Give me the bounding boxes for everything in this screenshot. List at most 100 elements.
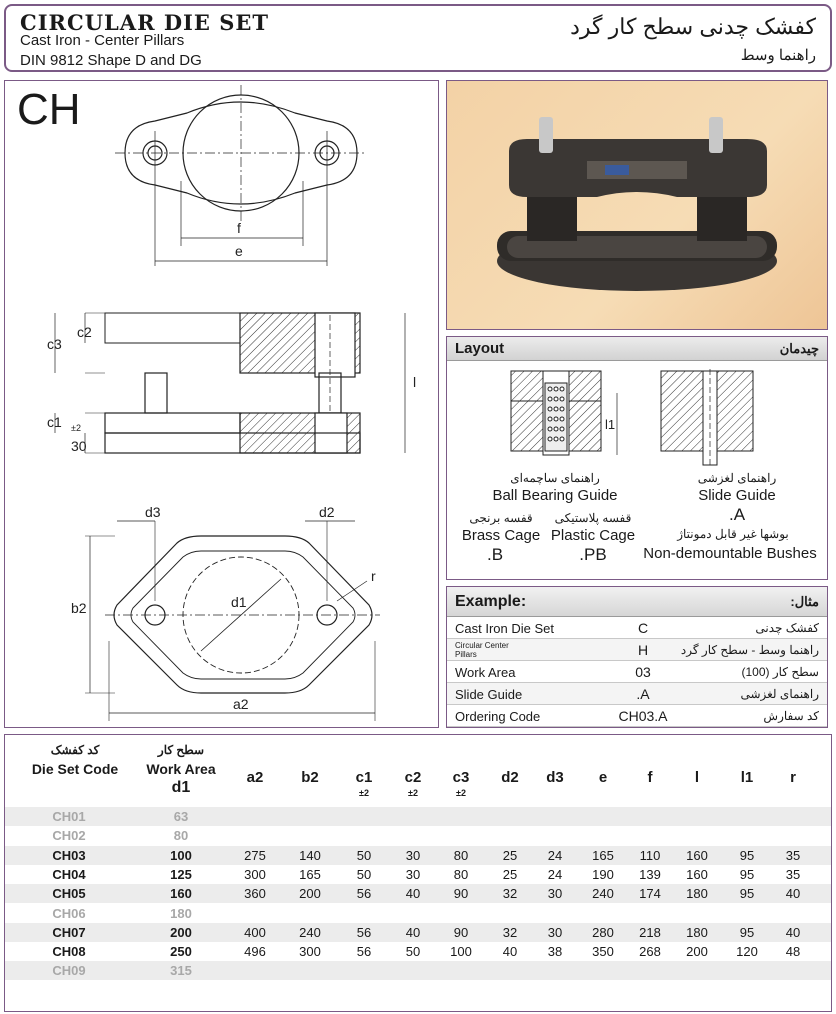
col-header-c2: c2±2 [404,769,422,798]
example-title-fa: مثال: [790,594,819,609]
cell-r: 35 [785,866,801,882]
col-area-header-fa: سطح کار [157,743,205,757]
cell-r: 40 [785,886,801,902]
dim-r: r [371,568,376,584]
dim-a2: a2 [233,696,249,712]
col-header-r: r [790,769,796,786]
col-header-l: l [694,769,700,786]
cell-work-area: 180 [170,905,192,921]
plastic-cage-code: .PB [579,545,607,564]
dim-d3: d3 [145,504,161,520]
cell-a2: 300 [244,866,266,882]
page-subtitle-standard: DIN 9812 Shape D and DG [20,52,202,69]
col-header-l1: l1 [740,769,754,786]
cell-l1: 95 [739,924,755,940]
cell-l1: 120 [736,944,758,960]
bushes-label: Non-demountable Bushes [643,545,817,562]
col-area-header: Work Area [146,761,216,777]
cell-work-area: 315 [170,963,192,979]
cell-die-set-code: CH06 [52,905,86,921]
cell-d2: 25 [502,847,518,863]
layout-panel: Layout چیدمان l1 راهنمای ساچمه‌ای Ball [446,336,828,580]
example-row: Ordering Code CH03.A کد سفارش [447,705,827,727]
cell-l: 180 [686,886,708,902]
cell-l1: 95 [739,866,755,882]
dim-c2: c2 [77,324,92,340]
series-code: CH [17,85,81,134]
dim-b2: b2 [71,600,87,616]
cell-die-set-code: CH01 [52,809,86,824]
cell-l: 200 [686,944,708,960]
cell-l: 180 [686,924,708,940]
example-panel: Example: مثال: Cast Iron Die Set C کفشک … [446,586,828,728]
bushes-fa: بوشها غیر قابل دمونتاژ [677,527,789,541]
example-title-bar: Example: مثال: [447,587,827,617]
cell-d2: 40 [502,944,518,960]
cell-c2: 50 [405,944,421,960]
cell-d3: 38 [547,944,563,960]
cell-a2: 360 [244,886,266,902]
cell-c3: 80 [453,847,469,863]
col-header-a2: a2 [246,769,264,786]
col-header-b2: b2 [301,769,319,786]
col-header-c1: c1±2 [355,769,373,798]
cell-work-area: 250 [170,944,192,960]
cell-b2: 240 [299,924,321,940]
cell-d3: 24 [547,847,563,863]
cell-die-set-code: CH07 [52,924,86,940]
cell-die-set-code: CH04 [52,866,86,882]
cell-c1: 50 [356,847,372,863]
cell-l: 160 [686,866,708,882]
cell-d3: 24 [547,866,563,882]
cell-e: 240 [592,886,614,902]
cell-d3: 30 [547,886,563,902]
cell-a2: 275 [244,847,266,863]
dimensions-table: کد کفشک Die Set Code سطح کار Work Area d… [4,734,832,1012]
col-header-f: f [647,769,653,786]
cell-f: 174 [639,886,661,902]
example-rows: Cast Iron Die Set C کفشک چدنی Circular C… [447,617,827,727]
page-subtitle-fa: راهنما وسط [740,47,816,64]
cell-c3: 100 [450,944,472,960]
cell-c1: 50 [356,866,372,882]
example-row: Work Area 03 سطح کار (100) [447,661,827,683]
table-row: CH01 63 [5,807,831,826]
col-area-symbol: d1 [171,779,191,796]
cell-work-area: 100 [170,847,192,863]
example-row: Cast Iron Die Set C کفشک چدنی [447,617,827,639]
slide-guide-label: Slide Guide [698,487,776,504]
dim-thickness: 30 [71,438,87,454]
page-title: CIRCULAR DIE SET [20,10,269,35]
cell-r: 35 [785,847,801,863]
cell-die-set-code: CH09 [52,963,86,979]
cell-a2: 496 [244,944,266,960]
example-title: Example: [455,593,527,610]
plastic-cage-label: Plastic Cage [550,527,636,544]
cell-b2: 200 [299,886,321,902]
cell-c3: 90 [453,924,469,940]
page-subtitle-material: Cast Iron - Center Pillars [20,32,185,49]
cell-a2: 400 [244,924,266,940]
table-row: CH06 180 [5,904,831,923]
col-header-d2: d2 [501,769,519,786]
layout-title: Layout [455,340,505,357]
dim-thickness-tol: ±2 [71,423,81,433]
page-header: CIRCULAR DIE SET Cast Iron - Center Pill… [4,4,832,72]
cell-c2: 40 [405,886,421,902]
dim-f: f [237,220,241,236]
cell-e: 280 [592,924,614,940]
cell-c3: 80 [453,866,469,882]
cell-d2: 25 [502,866,518,882]
cell-f: 268 [639,944,661,960]
cell-work-area: 63 [173,809,189,824]
cell-r: 48 [785,944,801,960]
dim-c1: c1 [47,414,62,430]
cell-d2: 32 [502,924,518,940]
cell-f: 139 [639,866,661,882]
dim-c3: c3 [47,336,62,352]
cell-die-set-code: CH02 [52,828,86,844]
slide-guide-code: .A [728,505,746,524]
